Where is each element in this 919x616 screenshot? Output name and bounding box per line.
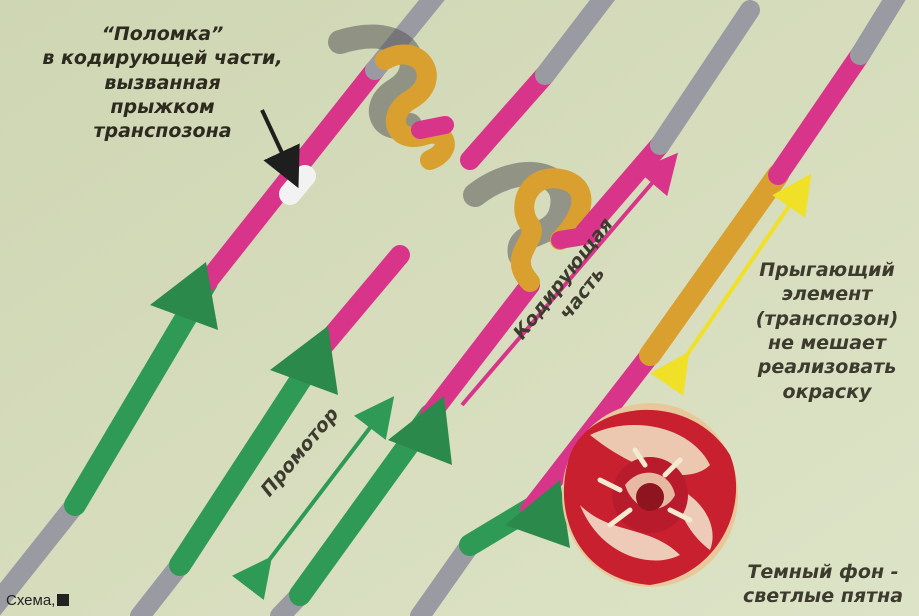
dark-background-label: Темный фон - светлые пятна bbox=[728, 560, 918, 609]
jumping-element-label: Прыгающий элемент (транспозон) не мешает… bbox=[735, 258, 919, 404]
breakage-label-line-5: транспозона bbox=[20, 119, 305, 143]
dark-background-line-1: Темный фон - bbox=[728, 560, 918, 584]
breakage-label-line-2: в кодирующей части, bbox=[20, 46, 305, 70]
credit-label: Схема, bbox=[6, 592, 69, 609]
jumping-element-line-6: окраску bbox=[735, 380, 919, 404]
jumping-element-line-2: элемент bbox=[735, 282, 919, 306]
breakage-label-line-1: “Поломка” bbox=[20, 22, 305, 46]
variegated-rose bbox=[562, 403, 738, 587]
breakage-label-line-4: прыжком bbox=[20, 95, 305, 119]
breakage-label-line-3: вызванная bbox=[20, 71, 305, 95]
credit-mark-icon bbox=[57, 594, 69, 606]
strand-1-break bbox=[290, 176, 305, 194]
jumping-element-line-3: (транспозон) bbox=[735, 307, 919, 331]
dark-background-line-2: светлые пятна bbox=[728, 584, 918, 608]
jumping-element-line-5: реализовать bbox=[735, 355, 919, 379]
breakage-label: “Поломка” в кодирующей части, вызванная … bbox=[20, 22, 305, 144]
jumping-element-line-4: не мешает bbox=[735, 331, 919, 355]
jumping-element-line-1: Прыгающий bbox=[735, 258, 919, 282]
credit-text: Схема, bbox=[6, 592, 55, 609]
